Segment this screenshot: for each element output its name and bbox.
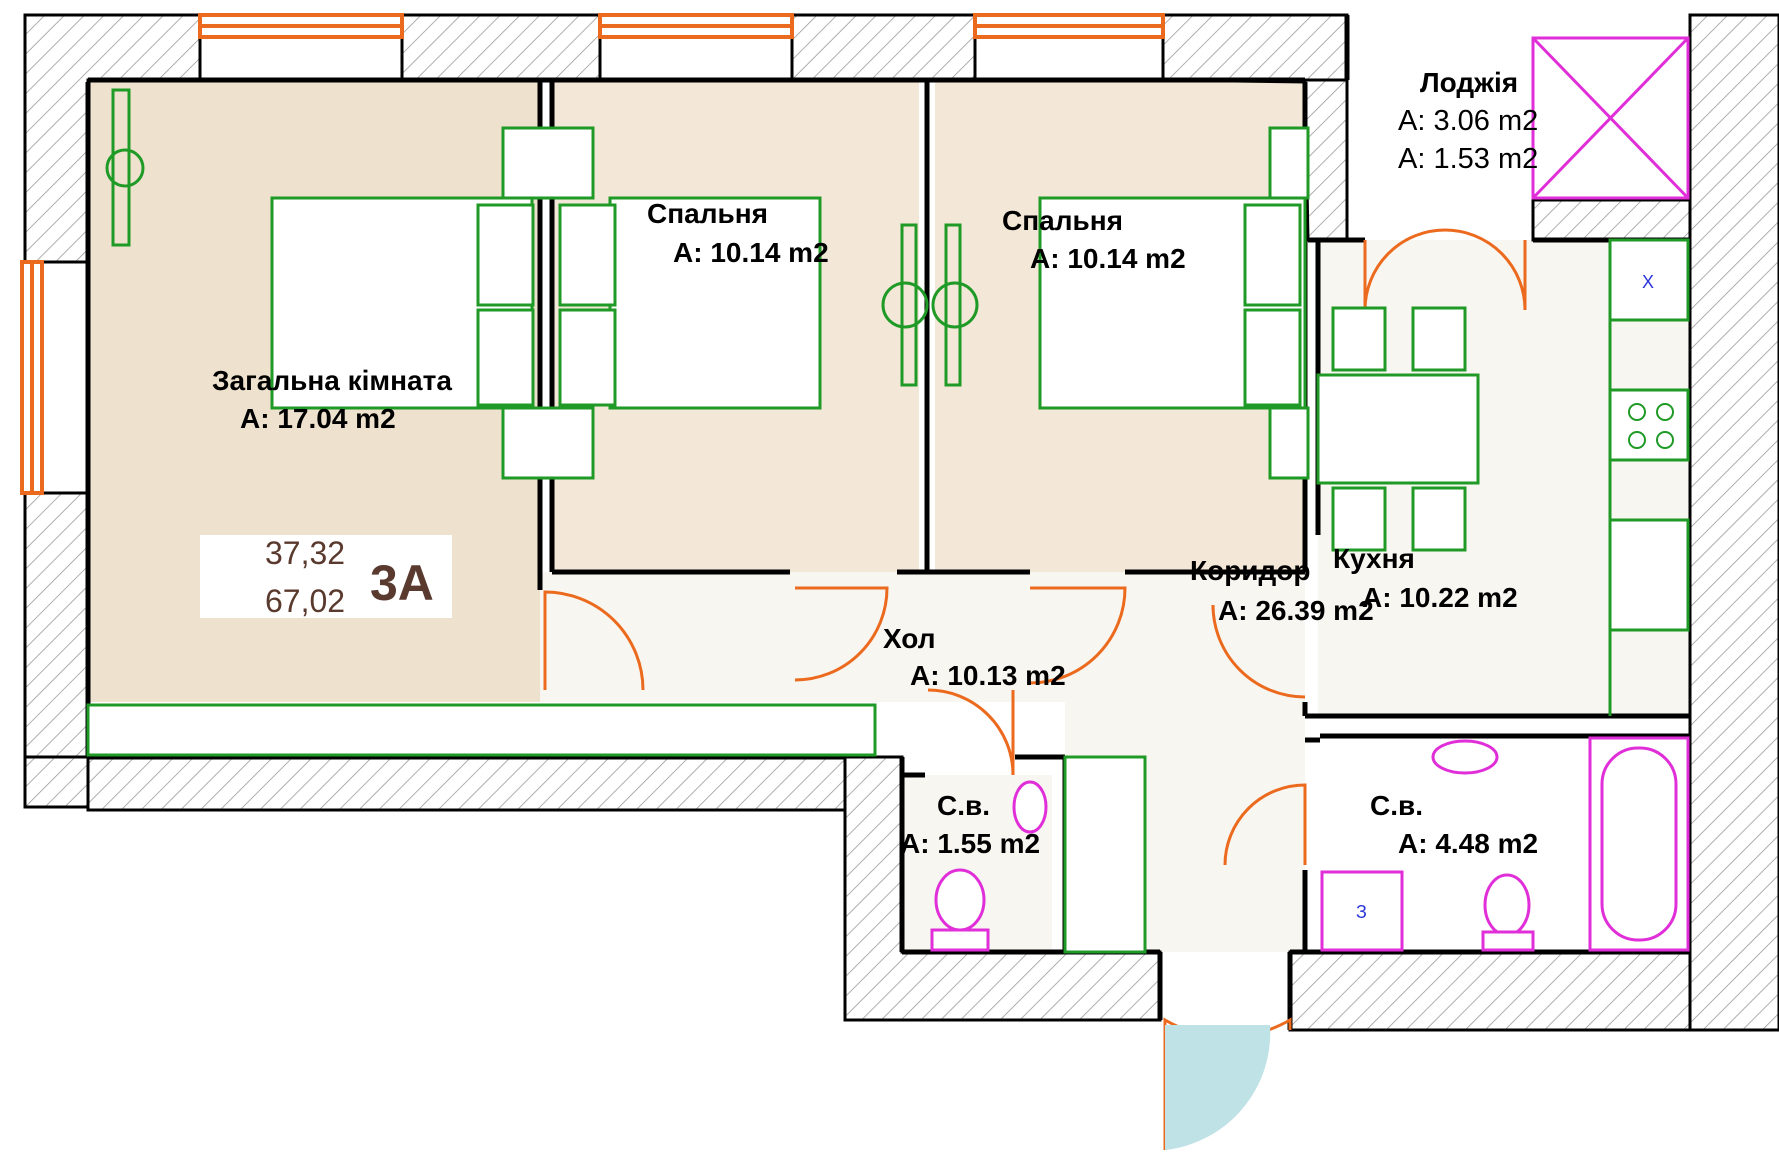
loggia-west-wall [1303, 78, 1349, 242]
chair-top-right [1411, 306, 1467, 372]
door-wc-small [927, 688, 1015, 776]
loggia-storage-x2 [1531, 36, 1690, 200]
loggia-area-1: A: 3.06 m2 [1398, 105, 1538, 137]
living-area-value: 37,32 [265, 535, 345, 571]
dining-table [1316, 373, 1480, 485]
north-pier-2 [790, 13, 977, 82]
chair-top-left [1331, 306, 1387, 372]
living-bed-pillow-bottom [476, 308, 535, 407]
door-bedroom-1 [794, 586, 889, 682]
fridge [1608, 238, 1690, 322]
kitchen-sink [1608, 518, 1690, 632]
bedroom2-nightstand-bottom [1268, 406, 1310, 480]
doors [543, 228, 1527, 1150]
stove [1608, 388, 1690, 462]
apartment-code: 3А [370, 555, 434, 611]
corridor-name: Коридор [1190, 555, 1311, 586]
kitchen-name: Кухня [1333, 543, 1415, 574]
west-wall-lower [23, 491, 90, 759]
wardrobe-living [86, 703, 877, 757]
loggia-name: Лоджія [1420, 67, 1518, 98]
door-loggia-b [1444, 228, 1527, 311]
sink-small [1012, 780, 1048, 834]
fridge-mark: X [1642, 272, 1654, 292]
bedroom-2-area: A: 10.14 m2 [1030, 243, 1186, 274]
apartment-badge-bg [200, 535, 452, 618]
living-bed-pillow-top [476, 203, 535, 307]
wc-large-area: A: 4.48 m2 [1398, 828, 1538, 859]
toilet-small-tank [930, 928, 990, 952]
living-room-name: Загальна кімната [212, 365, 452, 396]
north-pier-1 [400, 13, 602, 82]
loggia-area-2: A: 1.53 m2 [1398, 143, 1538, 175]
bedroom-1-area: A: 10.14 m2 [673, 237, 829, 268]
hall-name: Хол [883, 623, 936, 654]
toilet-large-tank [1481, 930, 1535, 952]
bathtub-inner [1600, 746, 1678, 942]
wc-small-area: A: 1.55 m2 [900, 828, 1040, 859]
furniture [86, 126, 1690, 954]
door-loggia-a [1363, 228, 1446, 311]
sink-large [1431, 739, 1499, 775]
radiator-bedroom-1 [900, 223, 918, 387]
chair-bottom-left [1331, 486, 1387, 552]
kitchen-area: A: 10.22 m2 [1362, 582, 1518, 613]
wc-large-name: С.в. [1370, 790, 1423, 821]
total-area-value: 67,02 [265, 583, 345, 619]
door-bedroom-2 [1029, 586, 1127, 685]
loggia-sill [1531, 198, 1692, 242]
lamp-bedroom-1 [881, 281, 929, 329]
washer-mark: З [1356, 902, 1367, 922]
south-wall-east [1288, 950, 1692, 1032]
door-kitchen [1211, 604, 1306, 699]
lamp-bedroom-2 [931, 281, 979, 329]
wardrobe-corridor [1063, 755, 1147, 954]
bedroom-1-name: Спальня [647, 198, 768, 229]
bedroom1-bed [608, 196, 822, 410]
north-pier-3 [1161, 13, 1349, 84]
door-wc-large [1223, 783, 1307, 866]
bedroom2-pillow-top [1243, 203, 1302, 307]
living-room-area: A: 17.04 m2 [240, 403, 396, 434]
toilet-small [934, 868, 986, 932]
lamp-living [105, 148, 145, 188]
stove-burners [1628, 403, 1674, 449]
wc-small-name: С.в. [937, 790, 990, 821]
radiators [105, 88, 979, 387]
bedroom1-pillow-top [558, 203, 617, 307]
south-wall-south-west [86, 755, 847, 812]
radiator-living [111, 88, 131, 247]
bedroom2-pillow-bottom [1243, 308, 1302, 407]
living-nightstand-bottom [501, 406, 595, 480]
south-wall-living [23, 755, 90, 809]
east-wall [1688, 13, 1779, 1032]
washing-machine [1320, 870, 1404, 952]
corridor-area: A: 26.39 m2 [1218, 595, 1374, 626]
exterior-walls [23, 13, 1779, 1032]
toilet-large [1483, 873, 1531, 937]
bedroom2-nightstand-top [1268, 126, 1310, 200]
sanitary [930, 36, 1690, 952]
windows [20, 13, 1165, 495]
radiator-bedroom-2 [944, 223, 962, 387]
bedroom-2-name: Спальня [1002, 205, 1123, 236]
living-nightstand-top [501, 126, 595, 200]
entrance-landing [1165, 1025, 1271, 1150]
chair-bottom-right [1411, 486, 1467, 552]
room-labels: Загальна кімната A: 17.04 m2 Спальня A: … [212, 67, 1538, 859]
hall-area: A: 10.13 m2 [910, 660, 1066, 691]
door-living [543, 590, 645, 691]
hall-floor [540, 572, 1305, 702]
bedroom1-pillow-bottom [558, 308, 617, 407]
